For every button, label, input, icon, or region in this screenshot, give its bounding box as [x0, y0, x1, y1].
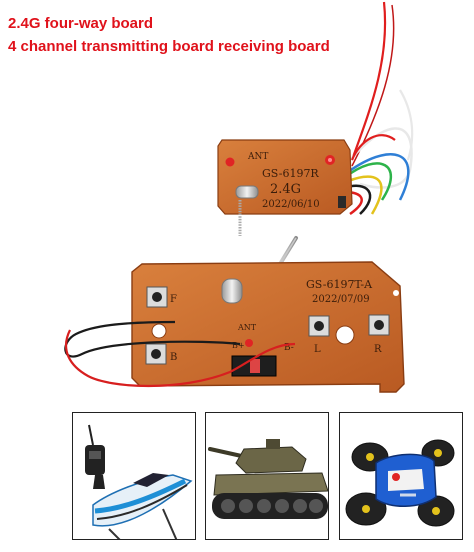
button-back: [145, 343, 167, 365]
label-minus: B-: [284, 343, 294, 353]
button-left: [308, 315, 330, 337]
label-back: B: [170, 352, 177, 363]
receiver-ant-label: ANT: [247, 152, 268, 162]
label-plus: B+: [232, 341, 245, 350]
thumbnail-speedboat: [72, 412, 196, 540]
receiver-board: ANT GS-6197R 2.4G 2022/06/10: [217, 1, 414, 236]
receiver-band-label: 2.4G: [270, 182, 301, 197]
transmitter-date-label: 2022/07/09: [312, 294, 370, 305]
label-left: L: [314, 344, 321, 355]
button-forward: [146, 286, 168, 308]
thumbnail-tank: [205, 412, 329, 540]
receiver-date-label: 2022/06/10: [262, 199, 320, 210]
transmitter-model-label: GS-6197T-A: [306, 278, 373, 291]
rc-stunt-car-icon: [345, 439, 455, 527]
receiver-model-label: GS-6197R: [262, 167, 319, 180]
thumbnail-stunt-car: [339, 412, 463, 540]
transmitter-ant-label: ANT: [237, 323, 257, 332]
headline-line-2: 4 channel transmitting board receiving b…: [8, 38, 330, 55]
label-forward: F: [170, 294, 177, 305]
headline-line-1: 2.4G four-way board: [8, 15, 154, 32]
label-right: R: [374, 344, 382, 355]
rc-tank-icon: [208, 439, 328, 519]
button-right: [368, 314, 390, 336]
transmitter-board: F B L R ANT B- B+ GS-6197T-A 2022/07/09: [64, 236, 405, 393]
rc-speedboat-icon: [85, 424, 193, 539]
